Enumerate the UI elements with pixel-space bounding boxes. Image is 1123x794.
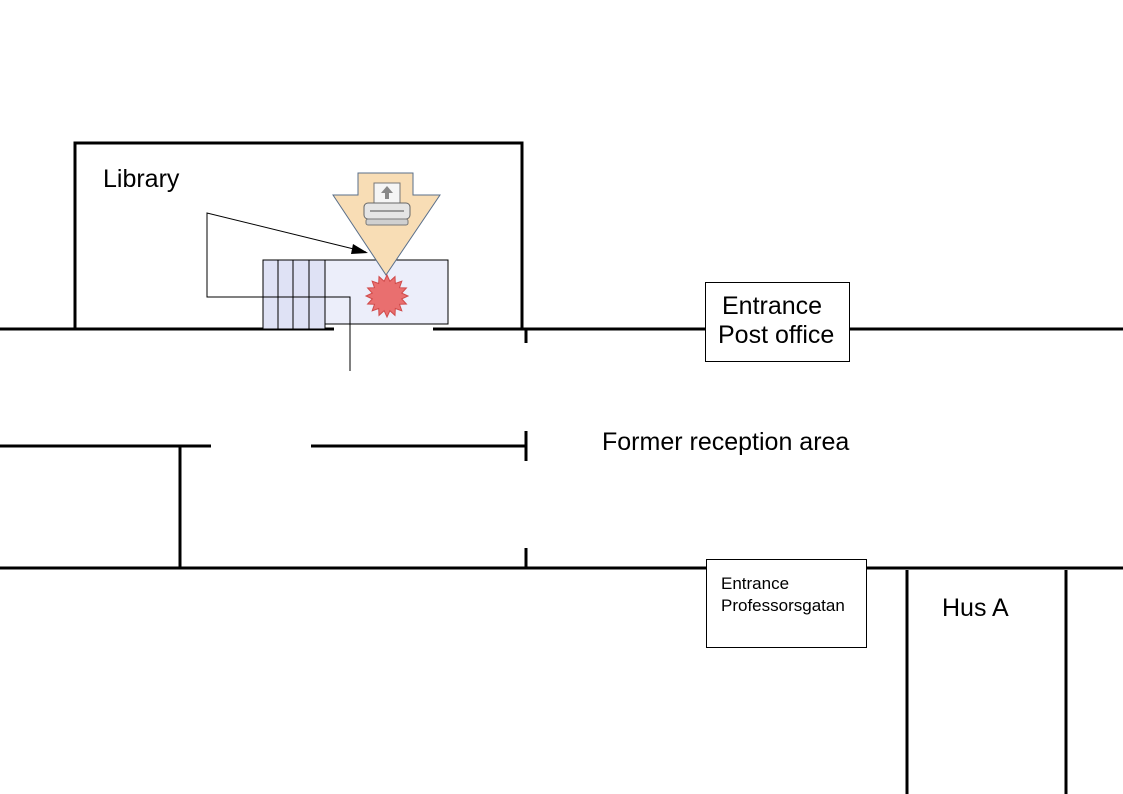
entrance-post-office-line2: Post office — [718, 321, 835, 349]
entrance-post-office-line1: Entrance — [722, 292, 823, 320]
entrance-professorsgatan-line1: Entrance — [721, 574, 790, 593]
entrance-post-office: Entrance Post office — [705, 282, 850, 362]
walls — [0, 141, 1123, 794]
stairs-icon — [262, 259, 326, 330]
hus-a-label: Hus A — [942, 594, 1009, 622]
library-walls — [73, 141, 524, 329]
reception-area-label: Former reception area — [602, 428, 850, 456]
entrance-professorsgatan-line2: Professorsgatan — [721, 596, 845, 615]
printer-icon — [363, 182, 411, 226]
route-arrowhead — [351, 244, 368, 254]
you-are-here-burst-icon — [364, 273, 410, 319]
library-label: Library — [103, 165, 180, 193]
route-line — [206, 212, 367, 371]
entrance-professorsgatan: Entrance Professorsgatan — [706, 559, 867, 648]
